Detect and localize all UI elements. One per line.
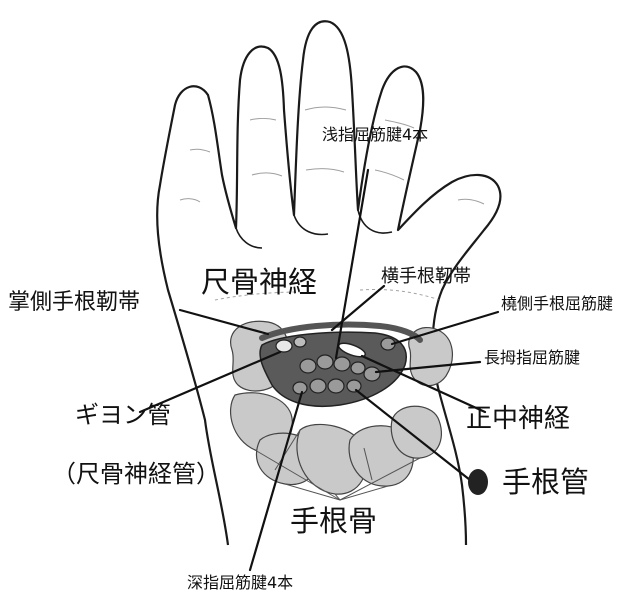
- label-flexor-pollicis-longus: 長拇指屈筋腱: [484, 350, 580, 366]
- label-ulnar-canal: （尺骨神経管）: [52, 462, 220, 486]
- label-guyon-canal: ギヨン管: [75, 403, 171, 427]
- label-carpal-tunnel: 手根管: [502, 468, 589, 497]
- label-carpal-bones: 手根骨: [290, 507, 377, 536]
- flexor-pollicis-longus-shape: [364, 367, 380, 381]
- label-transverse-carpal-ligament: 横手根靭帯: [381, 268, 471, 286]
- guyon-canal-nerve: [294, 337, 306, 347]
- guyon-canal-artery: [276, 340, 292, 352]
- label-median-nerve: 正中神経: [466, 406, 570, 432]
- label-ulnar-nerve: 尺骨神経: [201, 268, 317, 297]
- label-flexor-profundus: 深指屈筋腱4本: [187, 575, 293, 591]
- label-flexor-superficialis: 浅指屈筋腱4本: [322, 127, 428, 143]
- carpal-tunnel-marker: [468, 469, 488, 495]
- label-flexor-carpi-radialis: 橈側手根屈筋腱: [501, 296, 613, 312]
- label-palmar-carpal-ligament: 掌側手根靭帯: [8, 292, 140, 314]
